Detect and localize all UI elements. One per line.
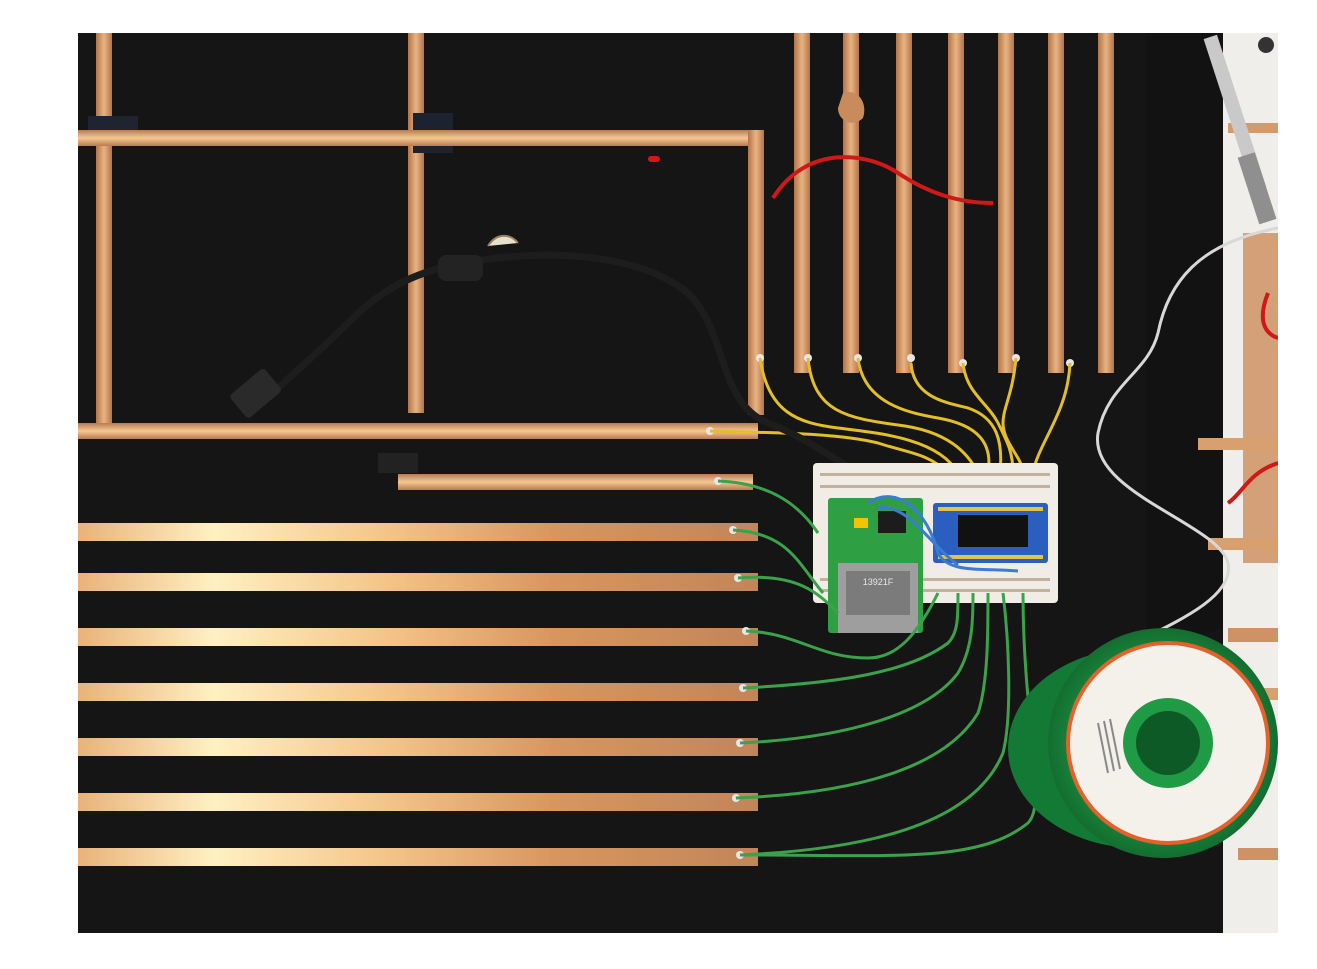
yellow-wires — [709, 357, 1072, 475]
copper-tape-touch-grid-photo: 13921F — [78, 33, 1278, 933]
board-edge — [1146, 33, 1223, 653]
vertical-tape-left — [96, 33, 112, 433]
usb-cable — [230, 234, 870, 482]
row-electrodes — [78, 423, 758, 866]
vertical-tape-mid — [408, 33, 424, 413]
sd-slot-label: 13921F — [863, 577, 894, 587]
blue-wires — [867, 495, 1019, 573]
desk-tape-strips — [1198, 123, 1278, 860]
red-wires — [771, 155, 1278, 505]
solder-spool — [1008, 628, 1278, 858]
tape-scrap — [838, 92, 865, 123]
vertical-tape-connector — [748, 130, 764, 415]
solder-wire — [1066, 226, 1278, 685]
perfboard: 13921F — [813, 463, 1058, 633]
screwdriver — [1203, 34, 1277, 225]
green-wires — [717, 479, 1038, 858]
horizontal-tape-top — [78, 130, 764, 146]
